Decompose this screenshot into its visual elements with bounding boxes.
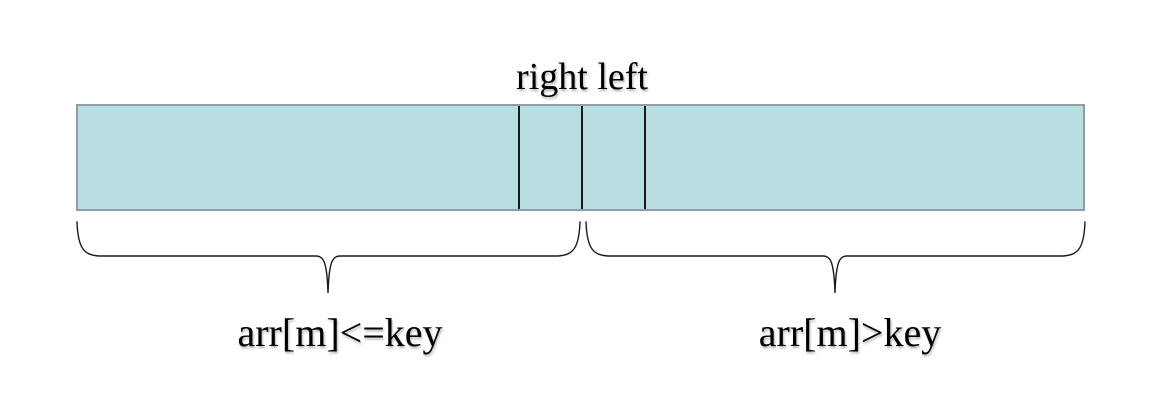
cell-divider <box>581 106 583 209</box>
pointer-labels: right left <box>516 56 648 98</box>
cell-divider <box>644 106 646 209</box>
cell-divider <box>518 106 520 209</box>
right-underbrace <box>585 221 1086 294</box>
array-bar <box>76 104 1085 211</box>
left-underbrace <box>76 221 581 294</box>
right-partition-label: arr[m]>key <box>758 310 942 355</box>
left-partition-label: arr[m]<=key <box>237 310 443 355</box>
